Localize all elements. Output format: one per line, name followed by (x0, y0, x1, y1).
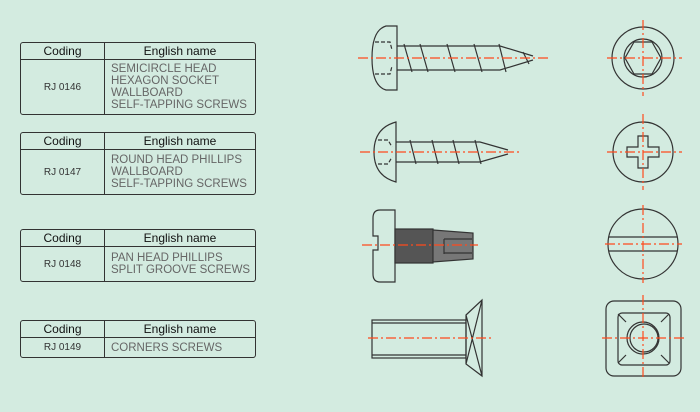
name-line: SEMICIRCLE HEAD (111, 63, 217, 75)
name-line: PAN HEAD PHILLIPS (111, 252, 223, 264)
code-cell: RJ 0146 (21, 60, 105, 114)
screw-rj0149-top (602, 295, 684, 380)
name-line: HEXAGON SOCKET (111, 75, 219, 87)
code-cell: RJ 0148 (21, 247, 105, 281)
screw-rj0148-top (605, 205, 682, 283)
coding-header: Coding (21, 43, 105, 59)
name-line: SELF-TAPPING SCREWS (111, 178, 247, 190)
name-header: English name (143, 134, 217, 148)
name-header: English name (143, 231, 217, 245)
coding-header: Coding (21, 230, 105, 246)
table-rj0149: Coding English name RJ 0149 CORNERS SCREW… (20, 320, 256, 358)
name-cell: CORNERS SCREWS (105, 338, 255, 357)
name-line: CORNERS SCREWS (111, 341, 223, 354)
name-header: English name (143, 44, 217, 58)
screw-rj0147-top (607, 114, 682, 190)
screw-rj0149-side (368, 298, 492, 378)
name-line: ROUND HEAD PHILLIPS (111, 154, 243, 166)
name-line: WALLBOARD (111, 87, 183, 99)
name-line: SPLIT GROOVE SCREWS (111, 264, 251, 276)
screw-rj0146-side (358, 25, 550, 91)
coding-header: Coding (21, 133, 105, 149)
screw-rj0147-side (360, 121, 522, 183)
name-line: SELF-TAPPING SCREWS (111, 99, 247, 111)
table-rj0146: Coding English name RJ 0146 SEMICIRCLE HE… (20, 42, 256, 115)
screw-rj0146-top (607, 20, 682, 96)
name-line: WALLBOARD (111, 166, 183, 178)
code-cell: RJ 0149 (21, 338, 105, 357)
table-rj0148: Coding English name RJ 0148 PAN HEAD PHIL… (20, 229, 256, 282)
coding-header: Coding (21, 321, 105, 337)
name-header: English name (143, 322, 217, 336)
code-cell: RJ 0147 (21, 150, 105, 194)
table-rj0147: Coding English name RJ 0147 ROUND HEAD PH… (20, 132, 256, 195)
screw-rj0148-side (362, 209, 478, 283)
